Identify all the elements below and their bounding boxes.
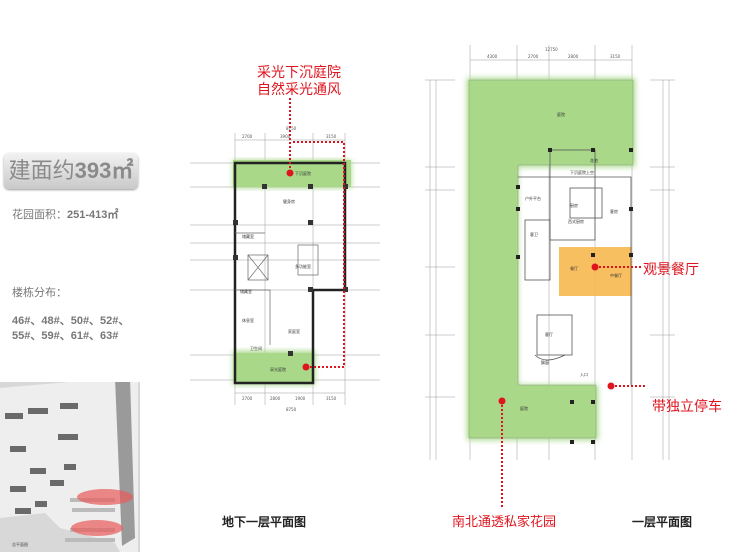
view-dining-label: 观景餐厅 [643, 262, 699, 278]
dimension: 8750 [286, 407, 297, 412]
dimension: 8750 [286, 126, 297, 131]
building-area-badge: 建面约393㎡ [4, 153, 138, 189]
garden-area: 花园面积：251-413㎡ [12, 206, 118, 222]
dimension: 3150 [610, 54, 621, 59]
room-label: 餐厅 [570, 265, 578, 271]
garden-area-value: 251-413㎡ [67, 209, 119, 221]
room-label: 客厅 [545, 331, 553, 337]
room-label: 下沉庭院 [295, 170, 311, 176]
room-label: 西式厨房 [568, 218, 584, 224]
sunken-courtyard-label-1: 采光下沉庭院 [257, 65, 341, 81]
room-label: 储藏室 [240, 288, 252, 294]
parking-label: 带独立停车 [652, 399, 722, 415]
dimension: 12750 [545, 47, 558, 52]
dimension: 3900 [280, 134, 291, 139]
distribution-line-1: 46#、48#、50#、52#、 [12, 315, 130, 327]
building-area-value: 393㎡ [74, 158, 134, 183]
dimension: 2700 [242, 396, 253, 401]
basement-plan-caption: 地下一层平面图 [222, 515, 307, 529]
dimension: 1900 [295, 396, 306, 401]
site-map-caption: 总平面图 [12, 541, 28, 547]
room-label: 采光庭院 [270, 366, 286, 372]
room-label: 庭院 [520, 405, 528, 411]
dimension: 2700 [528, 54, 539, 59]
dimension: 2800 [568, 54, 579, 59]
room-label: 客卫 [530, 231, 538, 237]
garden-label: 南北通透私家花园 [452, 515, 557, 530]
room-label: 下沉庭院上空 [570, 169, 594, 175]
ground-plan-caption: 一层平面图 [632, 515, 693, 529]
garden-area-label: 花园面积： [12, 208, 67, 221]
highlight-area [77, 489, 133, 505]
room-label: 花池 [590, 157, 598, 163]
room-label: 家庭室 [288, 328, 300, 334]
room-label: 客房 [610, 208, 618, 214]
dimension: 2800 [270, 396, 281, 401]
room-label: 户外平台 [525, 195, 541, 201]
room-label: 储藏室 [242, 233, 254, 239]
highlight-area [71, 520, 123, 536]
room-label: 休息室 [242, 317, 254, 323]
building-area-label: 建面约 [8, 159, 75, 184]
dimension: 2700 [242, 134, 253, 139]
room-label: 飘窗 [541, 359, 549, 365]
room-label: 健身房 [283, 198, 295, 204]
sunken-courtyard-label-2: 自然采光通风 [257, 82, 341, 98]
room-label: 多功能室 [295, 263, 311, 269]
room-label: 厨房 [570, 202, 578, 208]
dimension: 3150 [326, 396, 337, 401]
dimension: 4300 [487, 54, 498, 59]
site-map: 总平面图 [0, 368, 140, 552]
room-label: 中餐厅 [610, 272, 622, 278]
distribution-line-2: 55#、59#、61#、63# [12, 330, 119, 342]
ground-floor-plan: 庭院 花池 下沉庭院上空 户外平台 厨房 客房 西式厨房 客卫 餐厅 中餐厅 客… [425, 45, 675, 460]
room-label: 卫生间 [250, 345, 262, 351]
room-label: 入口 [580, 372, 588, 377]
distribution-label: 楼栋分布： [12, 286, 67, 299]
room-label: 庭院 [557, 111, 565, 117]
view-dining-highlight [559, 247, 632, 296]
dimension: 3150 [326, 134, 337, 139]
